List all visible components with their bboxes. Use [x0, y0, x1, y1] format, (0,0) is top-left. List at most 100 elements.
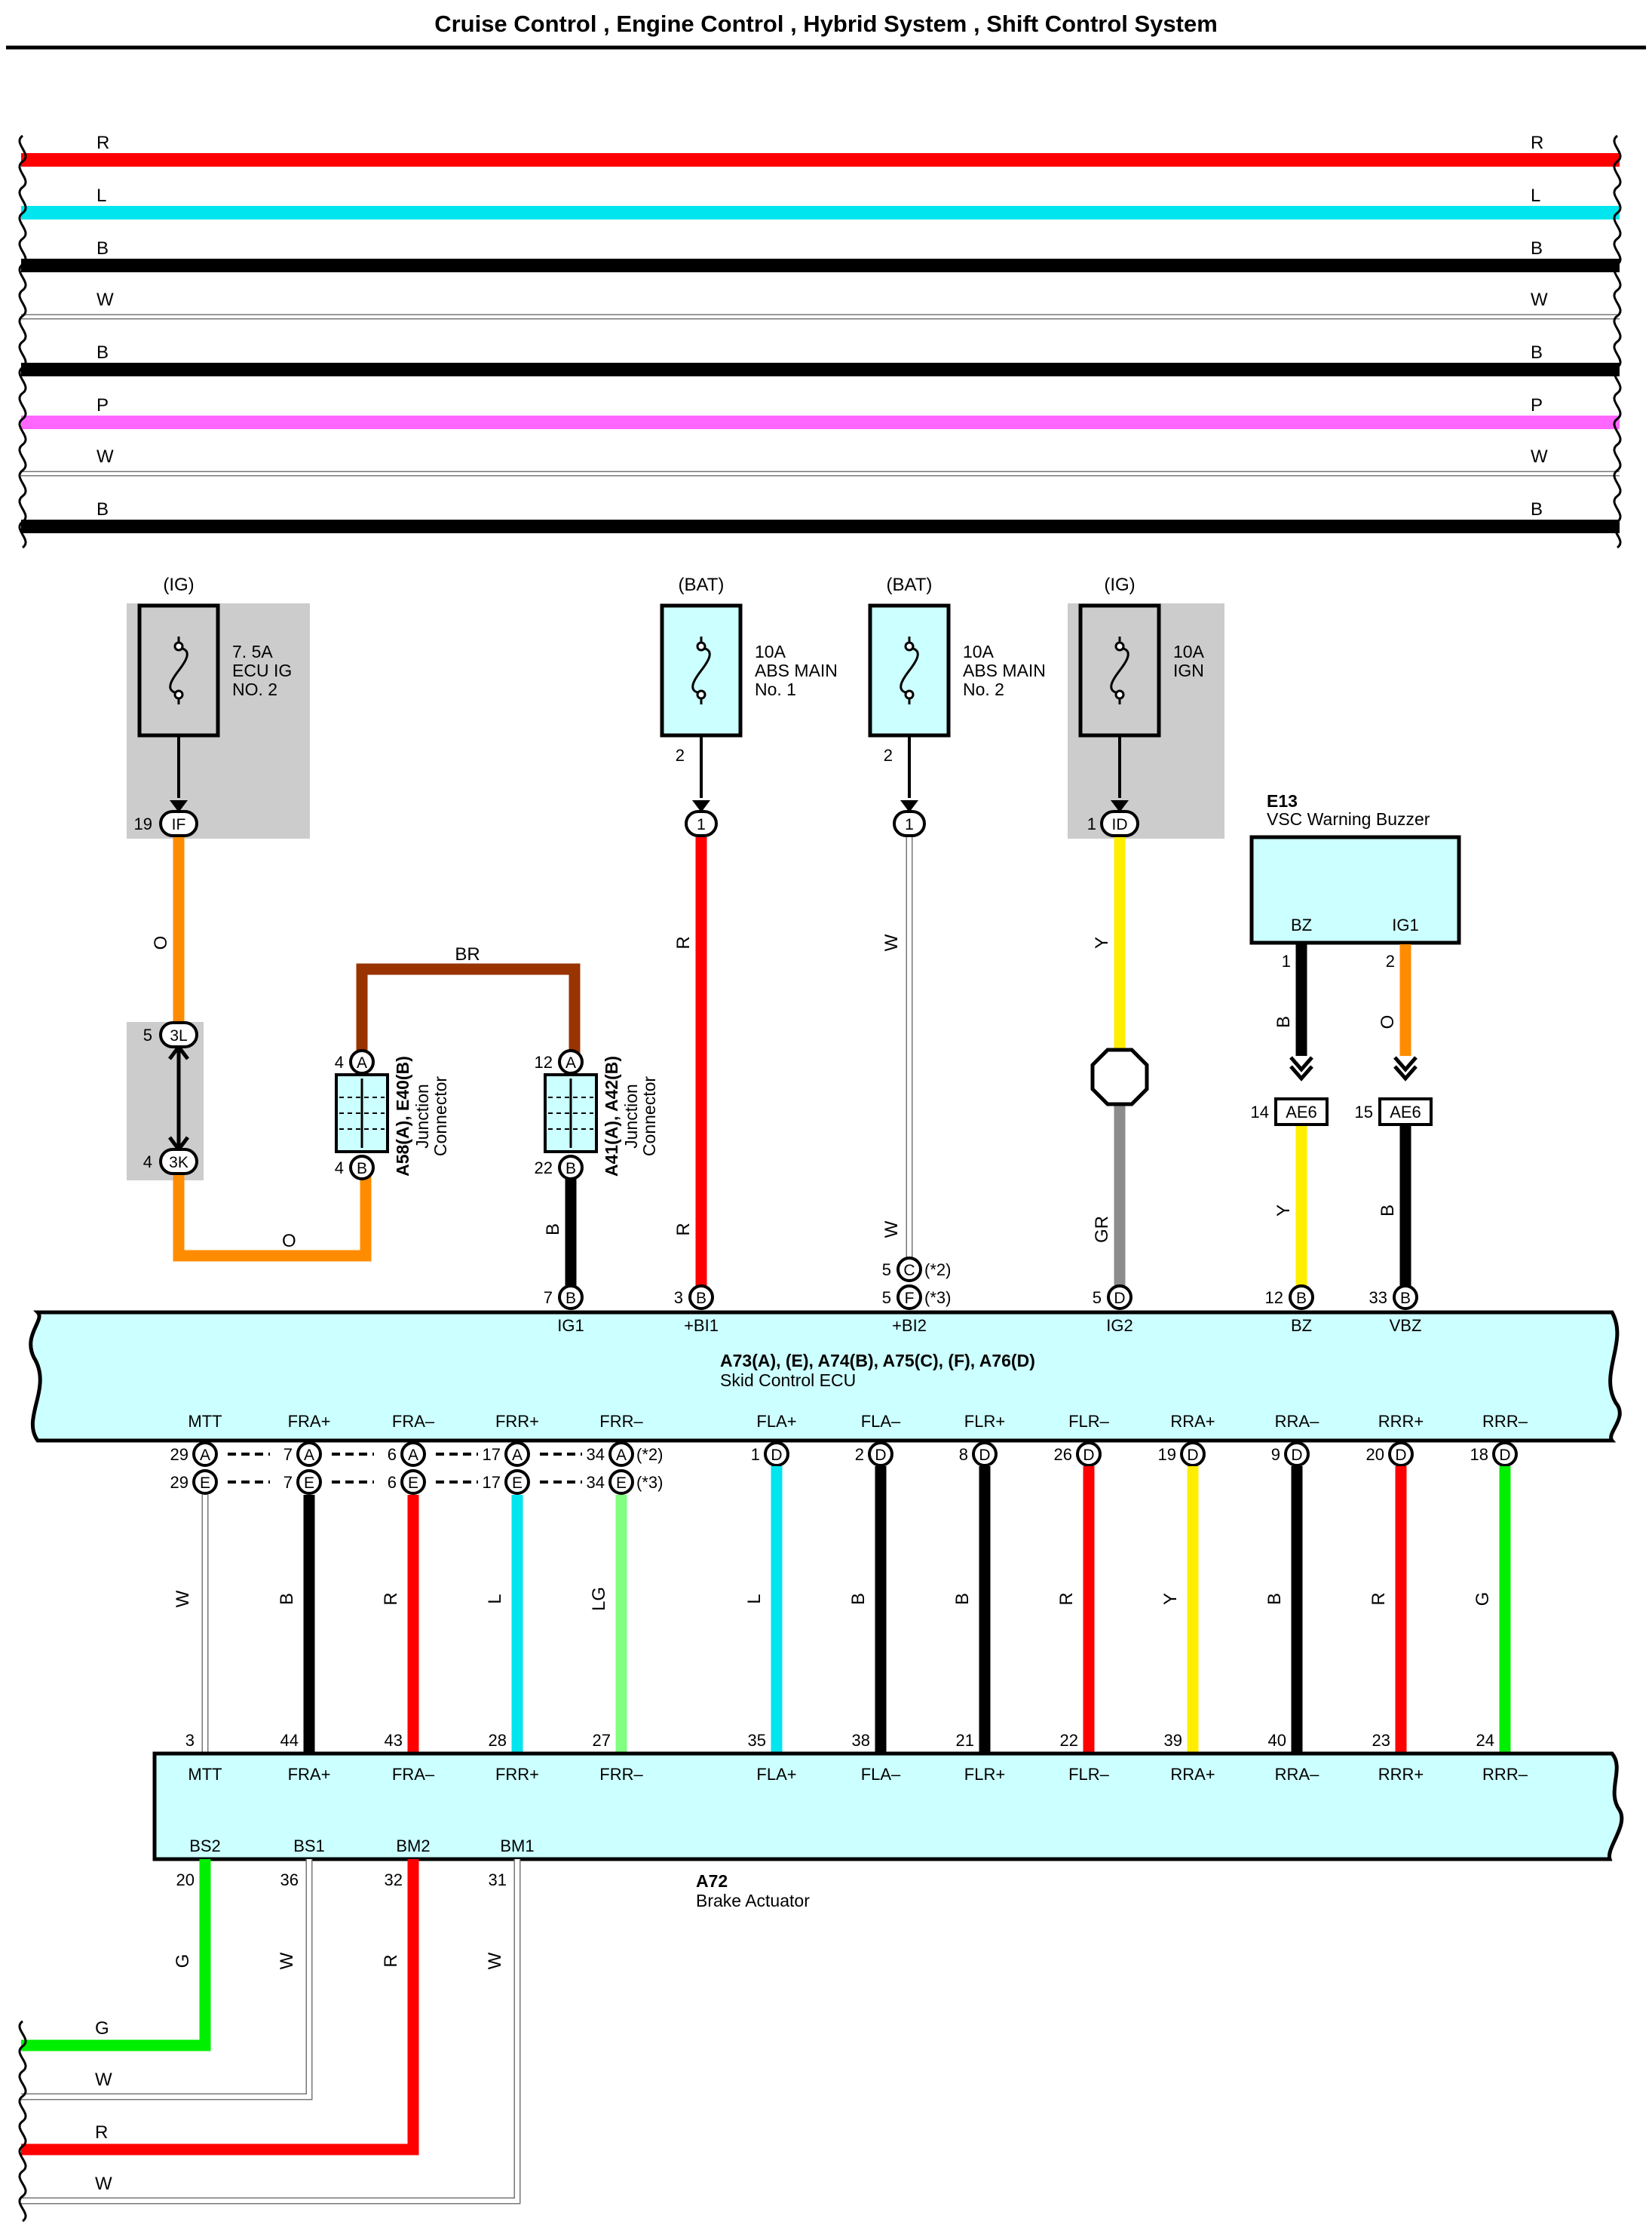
ecu-pin: [1393, 1284, 1418, 1310]
connector-label: 3K: [169, 1154, 188, 1171]
pin-letter: B: [696, 1290, 706, 1307]
wire-color-label: B: [277, 1593, 297, 1605]
pin-number: 5: [1093, 1288, 1102, 1307]
actuator-terminal-name: RRR–: [1482, 1765, 1528, 1784]
wire-color-label: BR: [455, 944, 480, 965]
fuse-source: (IG): [1104, 575, 1135, 595]
pin-number: 22: [1060, 1731, 1078, 1750]
fuse-icon-dot: [173, 689, 184, 700]
wire-BR: [356, 963, 581, 1060]
ecu-pin-name: BZ: [1291, 1316, 1312, 1335]
wire-color-label: R: [1056, 1592, 1077, 1605]
pin-number: 12: [535, 1053, 553, 1072]
actuator-terminal-name: BS2: [189, 1836, 221, 1855]
ecu-pin: [1180, 1441, 1206, 1467]
ecu-pin: [608, 1469, 634, 1495]
ecu-pin: [192, 1469, 218, 1495]
ecu-pin: [868, 1441, 893, 1467]
pin-number: 1: [1282, 952, 1291, 971]
pin-number: 2: [855, 1445, 864, 1464]
chevron-down-icon: [1393, 1056, 1418, 1072]
pin-number: 18: [1470, 1445, 1488, 1464]
chevron-down-icon: [1289, 1065, 1313, 1082]
pin-letter: A: [304, 1447, 314, 1464]
pin-number: 34: [587, 1445, 605, 1464]
connector-AE6: [1378, 1097, 1433, 1126]
pin-number: 33: [1369, 1288, 1387, 1307]
connector-1: [685, 810, 718, 837]
wire-W: [21, 1859, 520, 2203]
pin-letter: A: [565, 1054, 576, 1072]
ecu-pin-name: VBZ: [1390, 1316, 1422, 1335]
fuse-icon: [900, 637, 919, 704]
ecu-pin: [400, 1469, 426, 1495]
bus-wire-label: B: [97, 238, 109, 259]
ecu-pin: [1076, 1441, 1102, 1467]
pin-letter: E: [200, 1474, 210, 1492]
bus-wire-label: B: [1531, 342, 1543, 363]
wire-color-label: Y: [1092, 937, 1112, 949]
pin-number: 3: [185, 1731, 195, 1750]
ecu-terminal-name: FLA+: [756, 1412, 796, 1431]
fuse-rating: 7. 5A: [232, 642, 273, 661]
junction-connector-1-name: A58(A), E40(B): [393, 1056, 412, 1177]
connector-3L: [159, 1021, 198, 1048]
connector-label: 3L: [170, 1027, 187, 1045]
break-mark-left: [18, 2020, 27, 2223]
ecu-terminal-name: RRA–: [1275, 1412, 1319, 1431]
pin-letter: E: [304, 1474, 314, 1492]
wire-color-label: L: [744, 1594, 765, 1603]
fuse-icon-dot: [173, 641, 184, 652]
junction-connector-1-sub: Connector: [431, 1076, 450, 1156]
pin-number: 5: [882, 1260, 891, 1279]
fuse-name: ECU IG: [232, 661, 292, 680]
bus-wire-label: L: [1531, 186, 1540, 206]
pin-number: 6: [388, 1473, 397, 1492]
pin-note: (*2): [924, 1260, 951, 1279]
pin-letter: B: [565, 1290, 576, 1307]
connector-3K: [159, 1148, 198, 1175]
pin-letter: D: [1395, 1447, 1406, 1464]
fuse-name: ABS MAIN: [963, 661, 1046, 680]
ecu-pin: [608, 1441, 634, 1467]
connector-IF: [159, 810, 198, 837]
bus-wire-label: W: [97, 446, 114, 467]
pin-number: 1: [1087, 815, 1096, 833]
bus-wire-label: R: [1531, 133, 1543, 153]
fuse-source: (BAT): [887, 575, 933, 595]
wire-color-label: R: [381, 1592, 401, 1605]
pin-note: (*2): [636, 1445, 663, 1464]
pin-number: 5: [882, 1288, 891, 1307]
pin-number: 20: [176, 1870, 195, 1889]
pin-letter: D: [1114, 1290, 1125, 1307]
pin-letter: D: [1083, 1447, 1094, 1464]
pin-number: 32: [385, 1870, 403, 1889]
connector-AE6: [1274, 1097, 1329, 1126]
pin-number: 21: [956, 1731, 974, 1750]
wire-color-label: W: [881, 934, 902, 951]
fuse-icon-dot: [696, 689, 706, 700]
bus-wire-label: G: [95, 2018, 109, 2039]
pin-number: 31: [489, 1870, 507, 1889]
pin-letter: A: [357, 1054, 367, 1072]
splice-icon: [1090, 1048, 1149, 1106]
ecu-terminal-name: FRR+: [495, 1412, 539, 1431]
ecu-pin: [972, 1441, 998, 1467]
pin-letter: D: [1499, 1447, 1510, 1464]
pin-number: 28: [489, 1731, 507, 1750]
fuse-icon: [169, 637, 188, 704]
pin-number: 15: [1355, 1103, 1373, 1122]
pin-number: 44: [280, 1731, 299, 1750]
wire-color-label: G: [173, 1954, 193, 1968]
ecu-pin: [296, 1441, 322, 1467]
pin-letter: E: [616, 1474, 627, 1492]
bus-wire-label: R: [97, 133, 109, 153]
wire-color-label: O: [151, 936, 171, 950]
ecu-pin: [1289, 1284, 1314, 1310]
ecu-id: A73(A), (E), A74(B), A75(C), (F), A76(D): [720, 1351, 1035, 1370]
wire-color-label: Y: [1160, 1593, 1181, 1605]
connector-label: 1: [905, 816, 914, 833]
wire-W: [21, 1859, 311, 2099]
pin-letter: C: [903, 1262, 915, 1279]
ecu-pin: [1388, 1441, 1414, 1467]
